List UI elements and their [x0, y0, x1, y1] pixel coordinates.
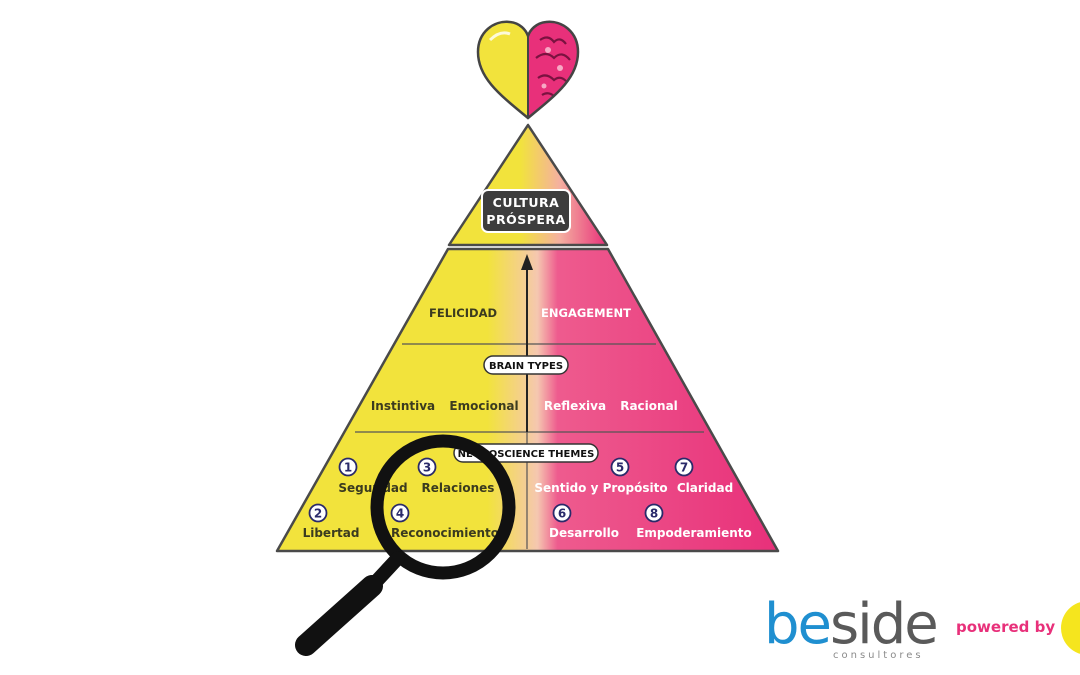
svg-text:beside: beside: [764, 592, 937, 657]
theme-number-3: 3: [423, 461, 431, 475]
theme-label-seguridad: Seguridad: [338, 481, 407, 495]
brand-consultores: consultores: [833, 650, 924, 661]
brain-type-racional: Racional: [620, 399, 678, 413]
brain-types-pill: BRAIN TYPES: [483, 355, 569, 375]
brain-type-instintiva: Instintiva: [371, 399, 435, 413]
theme-number-8: 8: [650, 507, 658, 521]
brain-type-reflexiva: Reflexiva: [544, 399, 606, 413]
beside-logo: beside consultores: [764, 592, 939, 661]
theme-label-relaciones: Relaciones: [422, 481, 495, 495]
brain-types-title: BRAIN TYPES: [489, 361, 563, 372]
theme-number-6: 6: [558, 507, 566, 521]
theme-label-claridad: Claridad: [677, 481, 733, 495]
theme-label-empoderamiento: Empoderamiento: [636, 526, 752, 540]
theme-label-libertad: Libertad: [303, 526, 360, 540]
brand-side: side: [830, 592, 937, 657]
theme-number-1: 1: [344, 461, 352, 475]
theme-label-reconocimiento: Reconocimiento: [391, 526, 499, 540]
caption-line-2: PRÓSPERA: [486, 212, 565, 227]
magnifying-glass-icon: [295, 434, 516, 656]
up-arrow-icon: [521, 254, 533, 432]
theme-number-4: 4: [396, 507, 404, 521]
theme-number-2: 2: [314, 507, 322, 521]
cultura-prospera-box: CULTURA PRÓSPERA: [481, 189, 571, 233]
felicidad-label: FELICIDAD: [429, 306, 497, 320]
theme-number-5: 5: [616, 461, 624, 475]
brain-type-emocional: Emocional: [449, 399, 518, 413]
theme-label-sentido-proposito: Sentido y Propósito: [534, 481, 667, 495]
neuroscience-themes-title: NEUROSCIENCE THEMES: [458, 449, 595, 460]
engagement-label: ENGAGEMENT: [541, 306, 631, 320]
brand-be: be: [764, 592, 830, 657]
powered-by-label: powered by: [956, 618, 1055, 636]
theme-number-badges: 1 2 3 4 5 6 7 8: [308, 457, 694, 523]
heart-brain-icon: [476, 20, 580, 120]
theme-number-7: 7: [680, 461, 688, 475]
theme-label-desarrollo: Desarrollo: [549, 526, 619, 540]
caption-line-1: CULTURA: [493, 195, 560, 210]
partner-badge-icon: [1061, 602, 1080, 654]
